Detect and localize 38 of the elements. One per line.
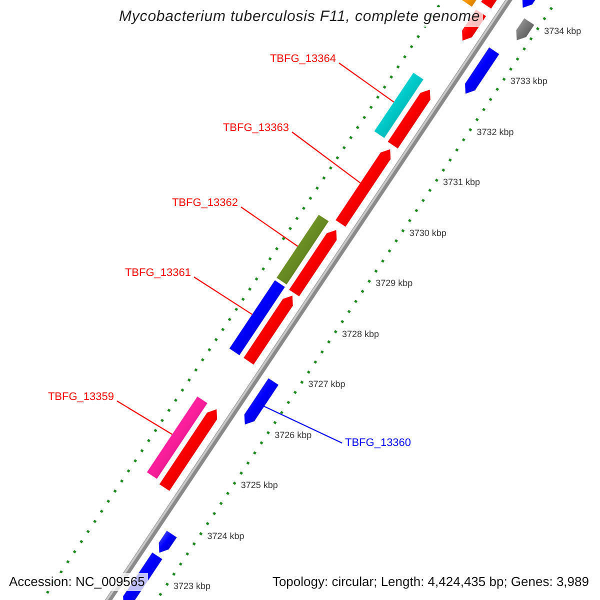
tick-label: 3723 kbp bbox=[174, 580, 211, 592]
gene-bar bbox=[374, 72, 424, 138]
gene-label: TBFG_13359 bbox=[48, 390, 114, 404]
tick-label: 3732 kbp bbox=[476, 126, 514, 138]
gene-label: TBFG_13363 bbox=[222, 121, 289, 135]
gene-label: TBFG_13361 bbox=[124, 266, 191, 280]
gene-bar bbox=[276, 214, 329, 284]
gene-feature bbox=[465, 47, 500, 94]
tick-label: 3726 kbp bbox=[274, 428, 312, 441]
leader-line bbox=[116, 400, 172, 435]
gene-label: TBFG_13360 bbox=[345, 436, 412, 450]
gene-bar bbox=[229, 280, 285, 356]
gene-feature bbox=[336, 149, 391, 227]
gene-feature bbox=[388, 90, 430, 148]
gene-label: TBFG_13362 bbox=[172, 196, 238, 210]
gene-label: TBFG_13364 bbox=[270, 52, 336, 66]
tick-label: 3724 kbp bbox=[207, 530, 244, 542]
gene-bar bbox=[146, 396, 208, 479]
leader-line bbox=[240, 206, 298, 247]
leader-line bbox=[338, 62, 394, 102]
gene-feature bbox=[244, 378, 278, 424]
gene-feature bbox=[244, 296, 293, 365]
leader-line bbox=[194, 276, 252, 315]
tick-label: 3734 kbp bbox=[544, 24, 582, 37]
tick-label: 3730 kbp bbox=[409, 226, 446, 239]
gene-feature bbox=[289, 230, 337, 296]
gene-feature bbox=[158, 530, 177, 553]
tick-label: 3729 kbp bbox=[376, 277, 413, 290]
leader-line bbox=[264, 406, 342, 444]
tick-label: 3725 kbp bbox=[240, 479, 278, 492]
tick-label: 3733 kbp bbox=[510, 75, 548, 88]
gene-feature bbox=[516, 18, 534, 40]
accession-text: Accession: NC_009565 bbox=[6, 573, 148, 591]
tick-label: 3728 kbp bbox=[342, 328, 379, 340]
tick-label: 3731 kbp bbox=[443, 176, 480, 188]
gene-feature bbox=[159, 409, 218, 491]
leader-line bbox=[292, 132, 361, 184]
tick-label: 3727 kbp bbox=[308, 378, 346, 390]
